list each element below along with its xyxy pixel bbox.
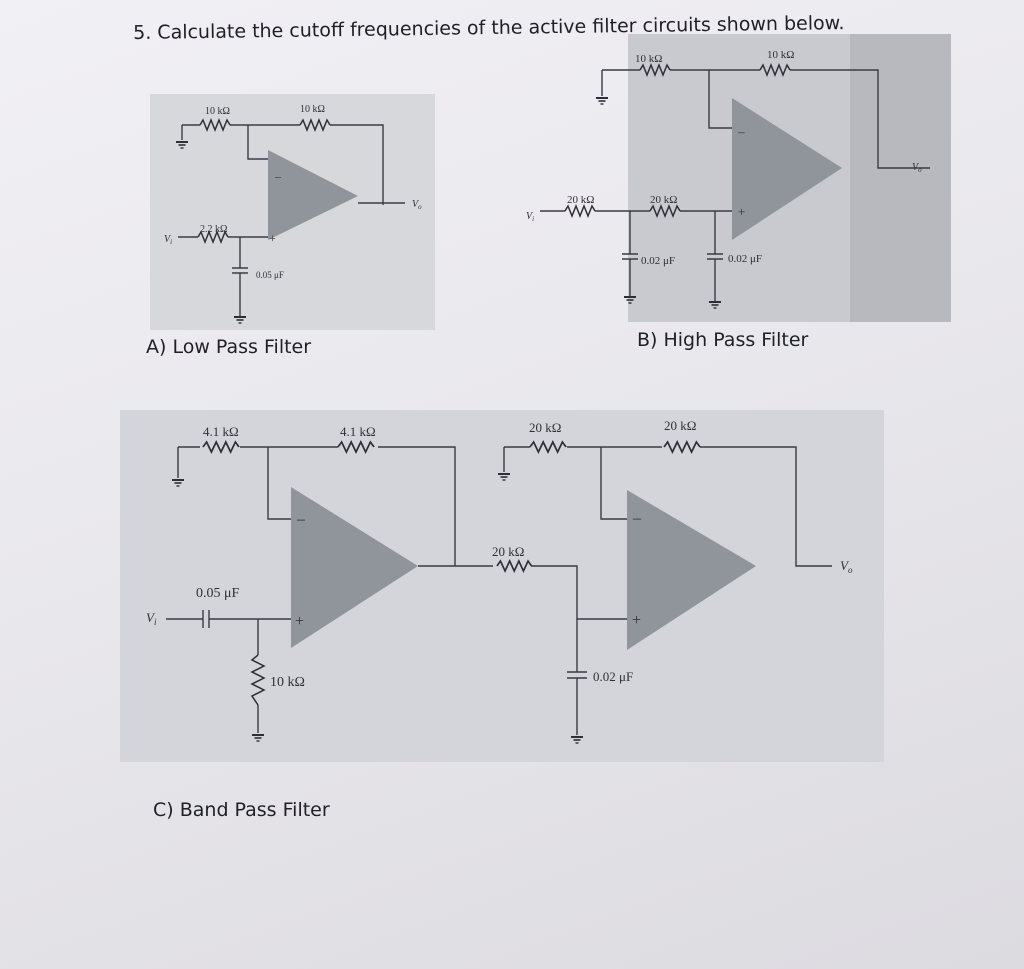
r-feedback-label: 10 kΩ: [767, 49, 794, 61]
opamp-triangle: [268, 150, 358, 240]
r2-label: 20 kΩ: [650, 194, 677, 206]
stage2-r-series-label: 20 kΩ: [492, 544, 524, 559]
opamp-triangle: [291, 487, 418, 648]
plus-terminal: +: [269, 231, 276, 245]
circuit-b-high-pass: 10 kΩ 10 kΩ 20 kΩ 20 kΩ 0.02 μF 0.02 μF …: [526, 34, 951, 322]
input-label: Vi: [164, 234, 172, 246]
r1-label: 20 kΩ: [567, 194, 594, 206]
output-label: Vo: [912, 162, 922, 174]
stage2-minus-terminal: –: [632, 510, 642, 527]
input-label: Vi: [146, 610, 157, 627]
c1-label: 0.02 μF: [641, 255, 675, 267]
caption-band-pass: C) Band Pass Filter: [153, 799, 330, 821]
capacitor-label: 0.05 μF: [256, 270, 284, 280]
stage2-r-ground-label: 20 kΩ: [529, 420, 561, 435]
minus-terminal: –: [274, 169, 282, 183]
stage1-r-ground-label: 4.1 kΩ: [203, 424, 239, 439]
resistor-symbol: [564, 205, 596, 217]
circuit-c-band-pass: 4.1 kΩ 4.1 kΩ 0.05 μF 10 kΩ 20 kΩ 20 kΩ …: [120, 410, 884, 762]
stage1-minus-terminal: –: [296, 511, 306, 528]
output-label: Vo: [840, 558, 853, 575]
output-label: Vo: [412, 199, 422, 211]
opamp-triangle: [732, 98, 842, 240]
stage1-capacitor-label: 0.05 μF: [196, 586, 240, 601]
opamp-triangle: [627, 490, 756, 650]
circuit-c-background: [120, 410, 884, 762]
stage2-r-feedback-label: 20 kΩ: [664, 418, 696, 433]
stage1-r-shunt-label: 10 kΩ: [270, 675, 305, 690]
circuit-a-low-pass: 10 kΩ 10 kΩ 2.2 kΩ 0.05 μF – + Vi Vo: [150, 94, 435, 330]
ground-symbol: [595, 97, 609, 105]
stage2-plus-terminal: +: [632, 612, 641, 629]
r-input-label: 2.2 kΩ: [200, 224, 227, 235]
r-ground-label: 10 kΩ: [635, 53, 662, 65]
stage1-plus-terminal: +: [295, 613, 304, 630]
minus-terminal: –: [737, 124, 745, 139]
stage1-r-feedback-label: 4.1 kΩ: [340, 424, 376, 439]
input-label: Vi: [526, 211, 534, 223]
c2-label: 0.02 μF: [728, 253, 762, 265]
stage2-capacitor-label: 0.02 μF: [593, 669, 633, 684]
plus-terminal: +: [738, 204, 745, 219]
caption-high-pass: B) High Pass Filter: [637, 329, 809, 351]
r-ground-label: 10 kΩ: [205, 106, 230, 117]
r-feedback-label: 10 kΩ: [300, 104, 325, 115]
caption-low-pass: A) Low Pass Filter: [146, 336, 312, 358]
